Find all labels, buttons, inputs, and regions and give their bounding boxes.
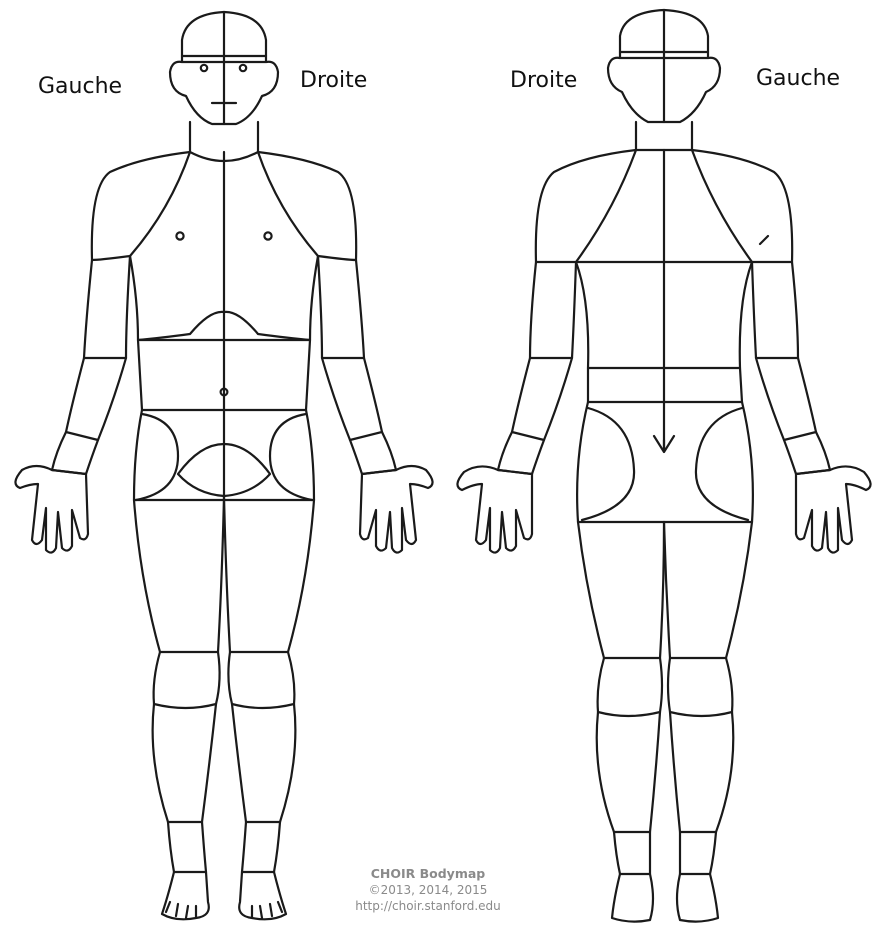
back-right-side-label: Droite	[510, 68, 577, 93]
back-left-side-label: Gauche	[756, 66, 840, 91]
front-left-side-label: Gauche	[38, 74, 122, 99]
back-hand-left[interactable]	[796, 466, 871, 552]
back-ankle-right[interactable]	[614, 832, 650, 874]
back-knee-left[interactable]	[668, 658, 732, 716]
credit-block: CHOIR Bodymap ©2013, 2014, 2015 http://c…	[313, 866, 543, 914]
back-scapula-mark	[760, 236, 768, 244]
back-thigh-left[interactable]	[664, 522, 752, 658]
back-shoulder-left[interactable]	[692, 150, 792, 262]
back-upper-arm-right[interactable]	[530, 262, 576, 358]
front-right-side-label: Droite	[300, 68, 367, 93]
back-buttock-left[interactable]	[696, 408, 748, 520]
back-foot-right[interactable]	[612, 874, 653, 922]
back-ankle-left[interactable]	[680, 832, 716, 874]
back-calf-right[interactable]	[597, 712, 660, 832]
credit-title: CHOIR Bodymap	[313, 866, 543, 882]
credit-copyright: ©2013, 2014, 2015	[313, 882, 543, 898]
back-hand-right[interactable]	[457, 466, 532, 552]
back-thigh-right[interactable]	[578, 522, 664, 658]
back-knee-right[interactable]	[598, 658, 662, 716]
back-forearm-right[interactable]	[512, 358, 572, 440]
back-calf-left[interactable]	[670, 712, 733, 832]
back-foot-left[interactable]	[677, 874, 718, 922]
credit-url[interactable]: http://choir.stanford.edu	[313, 898, 543, 914]
back-forearm-left[interactable]	[756, 358, 816, 440]
back-shoulder-right[interactable]	[536, 150, 636, 262]
back-buttock-right[interactable]	[582, 408, 674, 520]
back-neck[interactable]	[636, 122, 692, 150]
back-upper-arm-left[interactable]	[752, 262, 798, 358]
